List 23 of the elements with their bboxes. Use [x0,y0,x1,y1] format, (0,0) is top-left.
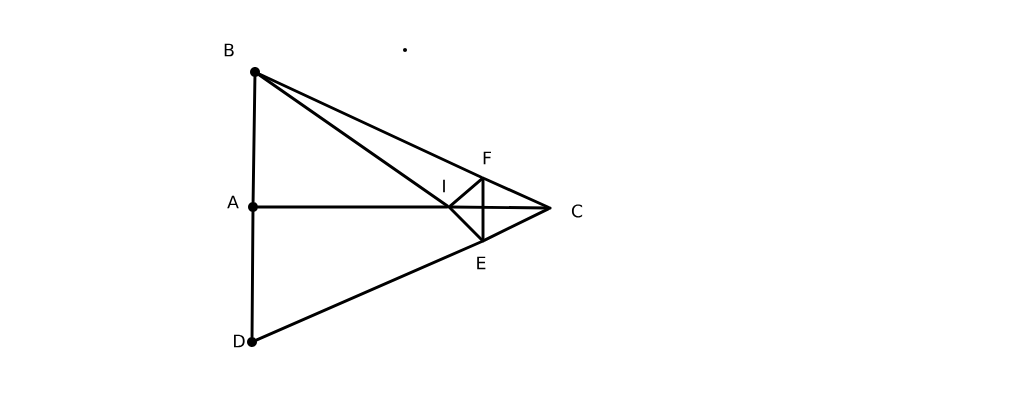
line-segment [449,205,550,210]
line-segment [257,73,449,208]
line-segment [250,210,255,339]
line-segment [448,206,484,242]
point [481,239,485,243]
point-label: C [571,204,583,218]
line-segment [483,207,550,242]
line-segment [448,177,484,208]
line-segment [256,205,449,209]
line-segment [251,75,257,204]
point [447,205,451,209]
point-label: E [477,256,486,270]
point-label: D [234,334,245,348]
point-label: I [443,179,445,193]
line-segment [481,178,485,241]
line-segment [255,240,483,342]
point-label: A [227,195,239,209]
point [548,206,552,210]
point-label: F [483,151,491,165]
point-label: B [224,43,234,57]
line-segment [258,72,483,179]
line-segment [483,177,550,209]
point [481,176,485,180]
